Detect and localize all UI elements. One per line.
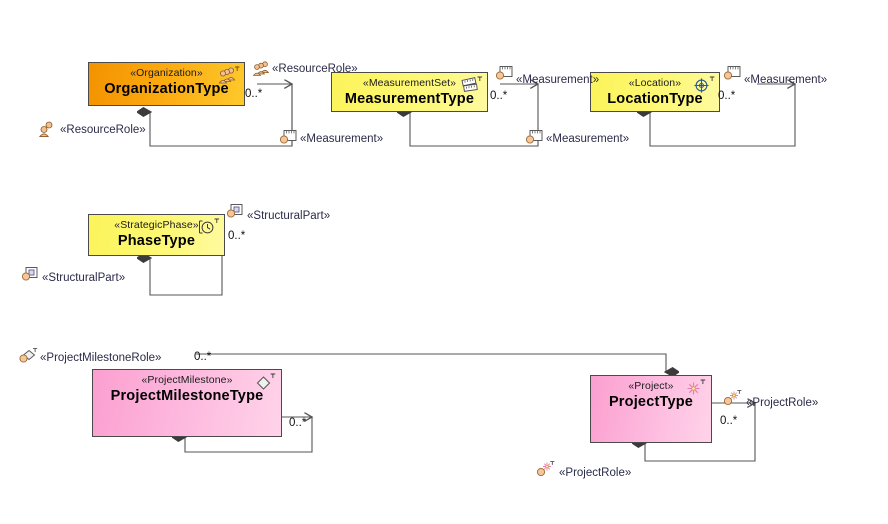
class-stereotype-measurement-set: «MeasurementSet» — [362, 77, 457, 89]
class-name-organization-type: OrganizationType — [104, 81, 229, 97]
class-box-project-milestone-type[interactable]: «ProjectMilestone» ProjectMilestoneType — [92, 369, 282, 437]
role-label-measurement-1: «Measurement» — [300, 133, 384, 145]
role-label-resource-role-1: «ResourceRole» — [272, 63, 358, 75]
ruler-role-icon — [494, 65, 514, 83]
role-label-measurement-4: «Measurement» — [744, 74, 828, 86]
role-label-structural-part-2: «StructuralPart» — [42, 272, 126, 284]
role-label-project-role-1: «ProjectRole» — [746, 397, 819, 409]
class-stereotype-location: «Location» — [628, 77, 682, 89]
target-crosshair-icon — [693, 76, 715, 96]
multiplicity-milestone-loop: 0..* — [289, 417, 307, 429]
part-role-icon — [225, 203, 245, 221]
class-name-project-milestone-type: ProjectMilestoneType — [110, 388, 264, 404]
role-label-structural-part-1: «StructuralPart» — [247, 210, 331, 222]
person-role-icon — [38, 120, 58, 138]
multiplicity-3: 0..* — [718, 90, 736, 102]
ruler-role-icon — [524, 129, 544, 147]
class-box-phase-type[interactable]: «StrategicPhase» PhaseType — [88, 214, 225, 256]
class-box-measurement-type[interactable]: «MeasurementSet» MeasurementType — [331, 72, 488, 112]
ruler-role-icon — [278, 129, 298, 147]
class-stereotype-organization: «Organization» — [130, 67, 203, 79]
class-stereotype-project: «Project» — [628, 380, 674, 392]
class-stereotype-strategic-phase: «StrategicPhase» — [114, 219, 199, 231]
part-role-icon — [20, 266, 40, 284]
class-name-phase-type: PhaseType — [117, 233, 196, 249]
role-label-project-milestone-role: «ProjectMilestoneRole» — [40, 352, 162, 364]
multiplicity-2: 0..* — [490, 90, 508, 102]
ruler-role-icon — [722, 65, 742, 83]
role-label-measurement-2: «Measurement» — [516, 74, 600, 86]
multiplicity-5: 0..* — [194, 351, 212, 363]
diamond-icon — [255, 373, 277, 393]
multiplicity-project-loop: 0..* — [720, 415, 738, 427]
class-box-project-type[interactable]: «Project» ProjectType — [590, 375, 712, 443]
people-role-icon — [252, 60, 272, 78]
role-label-resource-role-2: «ResourceRole» — [60, 124, 146, 136]
class-box-organization-type[interactable]: «Organization» OrganizationType — [88, 62, 245, 106]
milestone-role-icon — [18, 348, 38, 366]
multiplicity-1: 0..* — [245, 88, 263, 100]
multiplicity-4: 0..* — [228, 230, 246, 242]
clock-icon — [198, 218, 220, 238]
project-role-icon — [535, 461, 555, 479]
project-role-icon — [722, 390, 742, 408]
class-stereotype-project-milestone: «ProjectMilestone» — [141, 374, 233, 386]
role-label-measurement-3: «Measurement» — [546, 133, 630, 145]
class-name-measurement-type: MeasurementType — [344, 91, 475, 107]
people-group-icon — [218, 66, 240, 86]
role-label-project-role-2: «ProjectRole» — [559, 467, 632, 479]
class-box-location-type[interactable]: «Location» LocationType — [590, 72, 720, 112]
ruler-icon — [461, 76, 483, 96]
class-name-project-type: ProjectType — [608, 394, 694, 410]
class-name-location-type: LocationType — [607, 91, 703, 107]
starburst-icon — [685, 379, 707, 399]
